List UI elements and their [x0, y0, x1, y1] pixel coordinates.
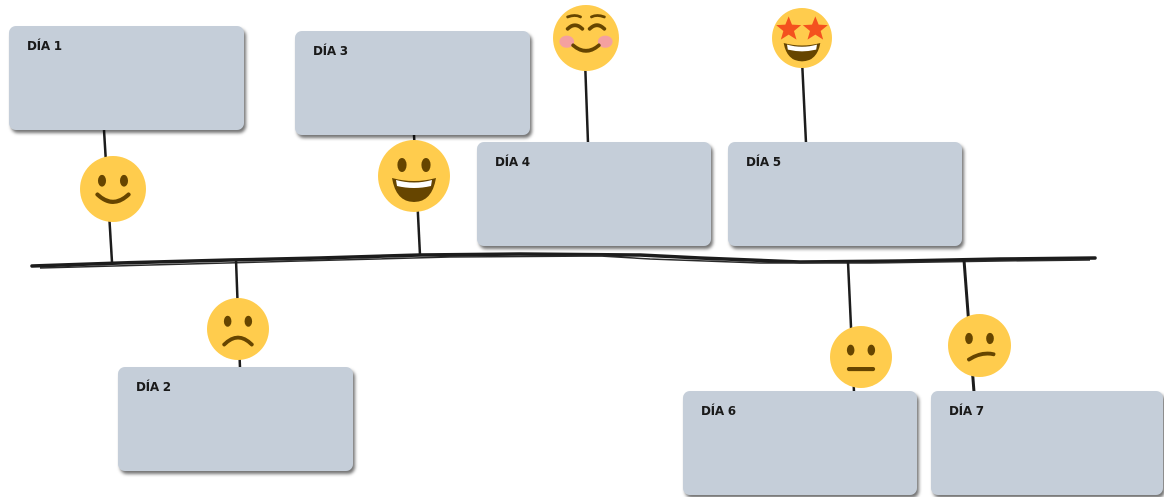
day-label-4: DÍA 4: [495, 155, 530, 169]
timeline-axis: [30, 252, 1097, 268]
frowning-face-icon: [207, 298, 269, 360]
day-label-2: DÍA 2: [136, 380, 171, 394]
day-card-7: DÍA 7: [931, 391, 1163, 495]
timeline-axis-texture: [39, 255, 1091, 269]
day-label-6: DÍA 6: [701, 404, 736, 418]
smiling-face-with-blush-icon: [553, 5, 619, 71]
day-label-5: DÍA 5: [746, 155, 781, 169]
day-label-7: DÍA 7: [949, 404, 984, 418]
day-card-3: DÍA 3: [295, 31, 530, 135]
day-card-4: DÍA 4: [477, 142, 711, 246]
grinning-face-icon: [378, 140, 450, 212]
day-label-1: DÍA 1: [27, 39, 62, 53]
day-card-1: DÍA 1: [9, 26, 244, 130]
neutral-face-icon: [830, 326, 892, 388]
day-card-5: DÍA 5: [728, 142, 962, 246]
day-label-3: DÍA 3: [313, 44, 348, 58]
star-struck-icon: [772, 8, 832, 68]
stem-day-4: [583, 59, 590, 144]
day-card-2: DÍA 2: [118, 367, 353, 471]
stem-day-5: [800, 59, 808, 144]
slightly-smiling-face-icon: [80, 156, 146, 222]
day-card-6: DÍA 6: [683, 391, 917, 495]
confused-face-icon: [948, 314, 1011, 377]
